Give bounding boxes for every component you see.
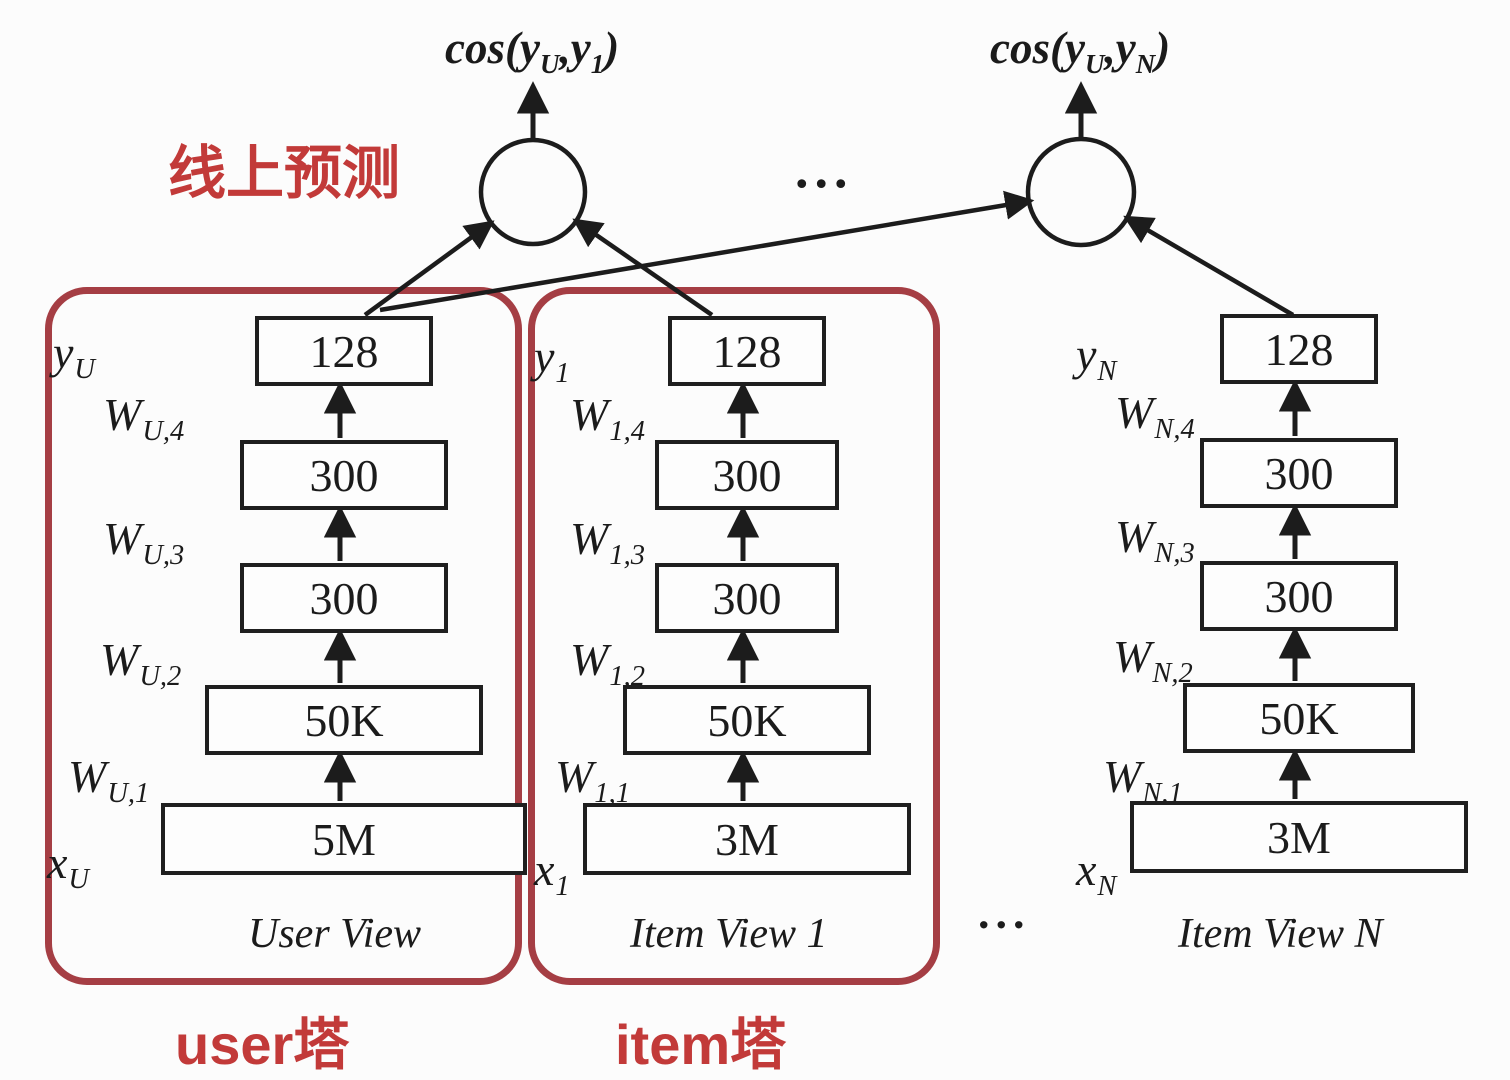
formula-sub: U [539, 49, 560, 79]
input-label: xU [47, 836, 89, 896]
label-base: y [534, 331, 555, 382]
label-sub: N [1097, 356, 1117, 388]
layer-box-128: 128 [255, 316, 433, 386]
label-base: x [1076, 844, 1097, 895]
input-label: xN [1076, 843, 1116, 903]
formula-sub: 1 [590, 49, 605, 79]
item-tower-name-label: item塔 [615, 1013, 787, 1076]
label-sub: 1 [555, 871, 570, 903]
label-sub: 1,3 [609, 540, 645, 572]
label-base: W [103, 513, 142, 564]
label-sub: U [68, 864, 90, 896]
layer-box-50k: 50K [205, 685, 483, 755]
label-sub: U,1 [107, 778, 150, 810]
weight-label: W1,1 [555, 750, 630, 810]
user-tower-outline [45, 287, 522, 985]
label-sub: U [74, 354, 96, 386]
label-base: W [570, 389, 609, 440]
cosine-formula-right: cos(yU,yN) [990, 22, 1170, 80]
layer-box-128: 128 [1220, 314, 1378, 384]
layer-box-300: 300 [1200, 438, 1398, 508]
layer-box-300: 300 [655, 563, 839, 633]
weight-label: WN,2 [1113, 630, 1193, 690]
label-base: W [570, 634, 609, 685]
weight-label: WN,4 [1115, 386, 1195, 446]
weight-label: WU,1 [68, 750, 149, 810]
formula-text: cos(y [445, 23, 540, 73]
layer-box-300: 300 [1200, 561, 1398, 631]
layer-box-50k: 50K [1183, 683, 1415, 753]
cosine-node-right [1025, 136, 1137, 248]
cosine-formula-left: cos(yU,y1) [445, 22, 619, 80]
view-label: Item View N [1178, 911, 1383, 957]
weight-label: WU,2 [100, 633, 181, 693]
ellipsis-top: ... [795, 139, 854, 199]
layer-box-300: 300 [240, 563, 448, 633]
view-label: User View [248, 911, 422, 957]
layer-box-300: 300 [655, 440, 839, 510]
label-base: x [47, 837, 68, 888]
label-base: x [534, 844, 555, 895]
label-base: W [68, 751, 107, 802]
cosine-node-left [478, 137, 588, 247]
label-base: W [1115, 387, 1154, 438]
layer-box-300: 300 [240, 440, 448, 510]
label-base: W [1103, 751, 1142, 802]
weight-label: WU,3 [103, 512, 184, 572]
formula-text: ) [604, 23, 620, 73]
output-label: y1 [534, 330, 570, 390]
input-box-3m: 3M [583, 803, 911, 875]
label-sub: N,4 [1154, 414, 1195, 446]
formula-sub: N [1135, 49, 1156, 79]
input-box-5m: 5M [161, 803, 527, 875]
view-label: Item View 1 [630, 911, 828, 957]
user-tower-name-label: user塔 [175, 1013, 350, 1076]
label-sub: U,3 [142, 540, 185, 572]
output-label: yU [53, 326, 95, 386]
label-sub: U,4 [142, 416, 185, 448]
label-base: y [1076, 329, 1097, 380]
formula-text: ,y [559, 23, 591, 73]
formula-text: ) [1155, 23, 1171, 73]
weight-label: WU,4 [103, 388, 184, 448]
formula-sub: U [1084, 49, 1105, 79]
ellipsis-bottom: ... [978, 887, 1031, 938]
label-base: W [1115, 511, 1154, 562]
label-base: W [555, 751, 594, 802]
weight-label: WN,3 [1115, 510, 1195, 570]
label-sub: 1 [555, 358, 570, 390]
formula-text: cos(y [990, 23, 1085, 73]
label-base: y [53, 327, 74, 378]
label-base: W [100, 634, 139, 685]
layer-box-128: 128 [668, 316, 826, 386]
label-base: W [570, 513, 609, 564]
input-box-3m: 3M [1130, 801, 1468, 873]
label-sub: N,3 [1154, 538, 1195, 570]
label-sub: 1,4 [609, 416, 645, 448]
label-base: W [1113, 631, 1152, 682]
output-label: yN [1076, 328, 1116, 388]
formula-text: ,y [1104, 23, 1136, 73]
layer-box-50k: 50K [623, 685, 871, 755]
online-prediction-label: 线上预测 [168, 141, 401, 206]
input-label: x1 [534, 843, 570, 903]
label-sub: N [1097, 871, 1117, 903]
weight-label: W1,4 [570, 388, 645, 448]
weight-label: W1,3 [570, 512, 645, 572]
label-base: W [103, 389, 142, 440]
label-sub: U,2 [139, 661, 182, 693]
